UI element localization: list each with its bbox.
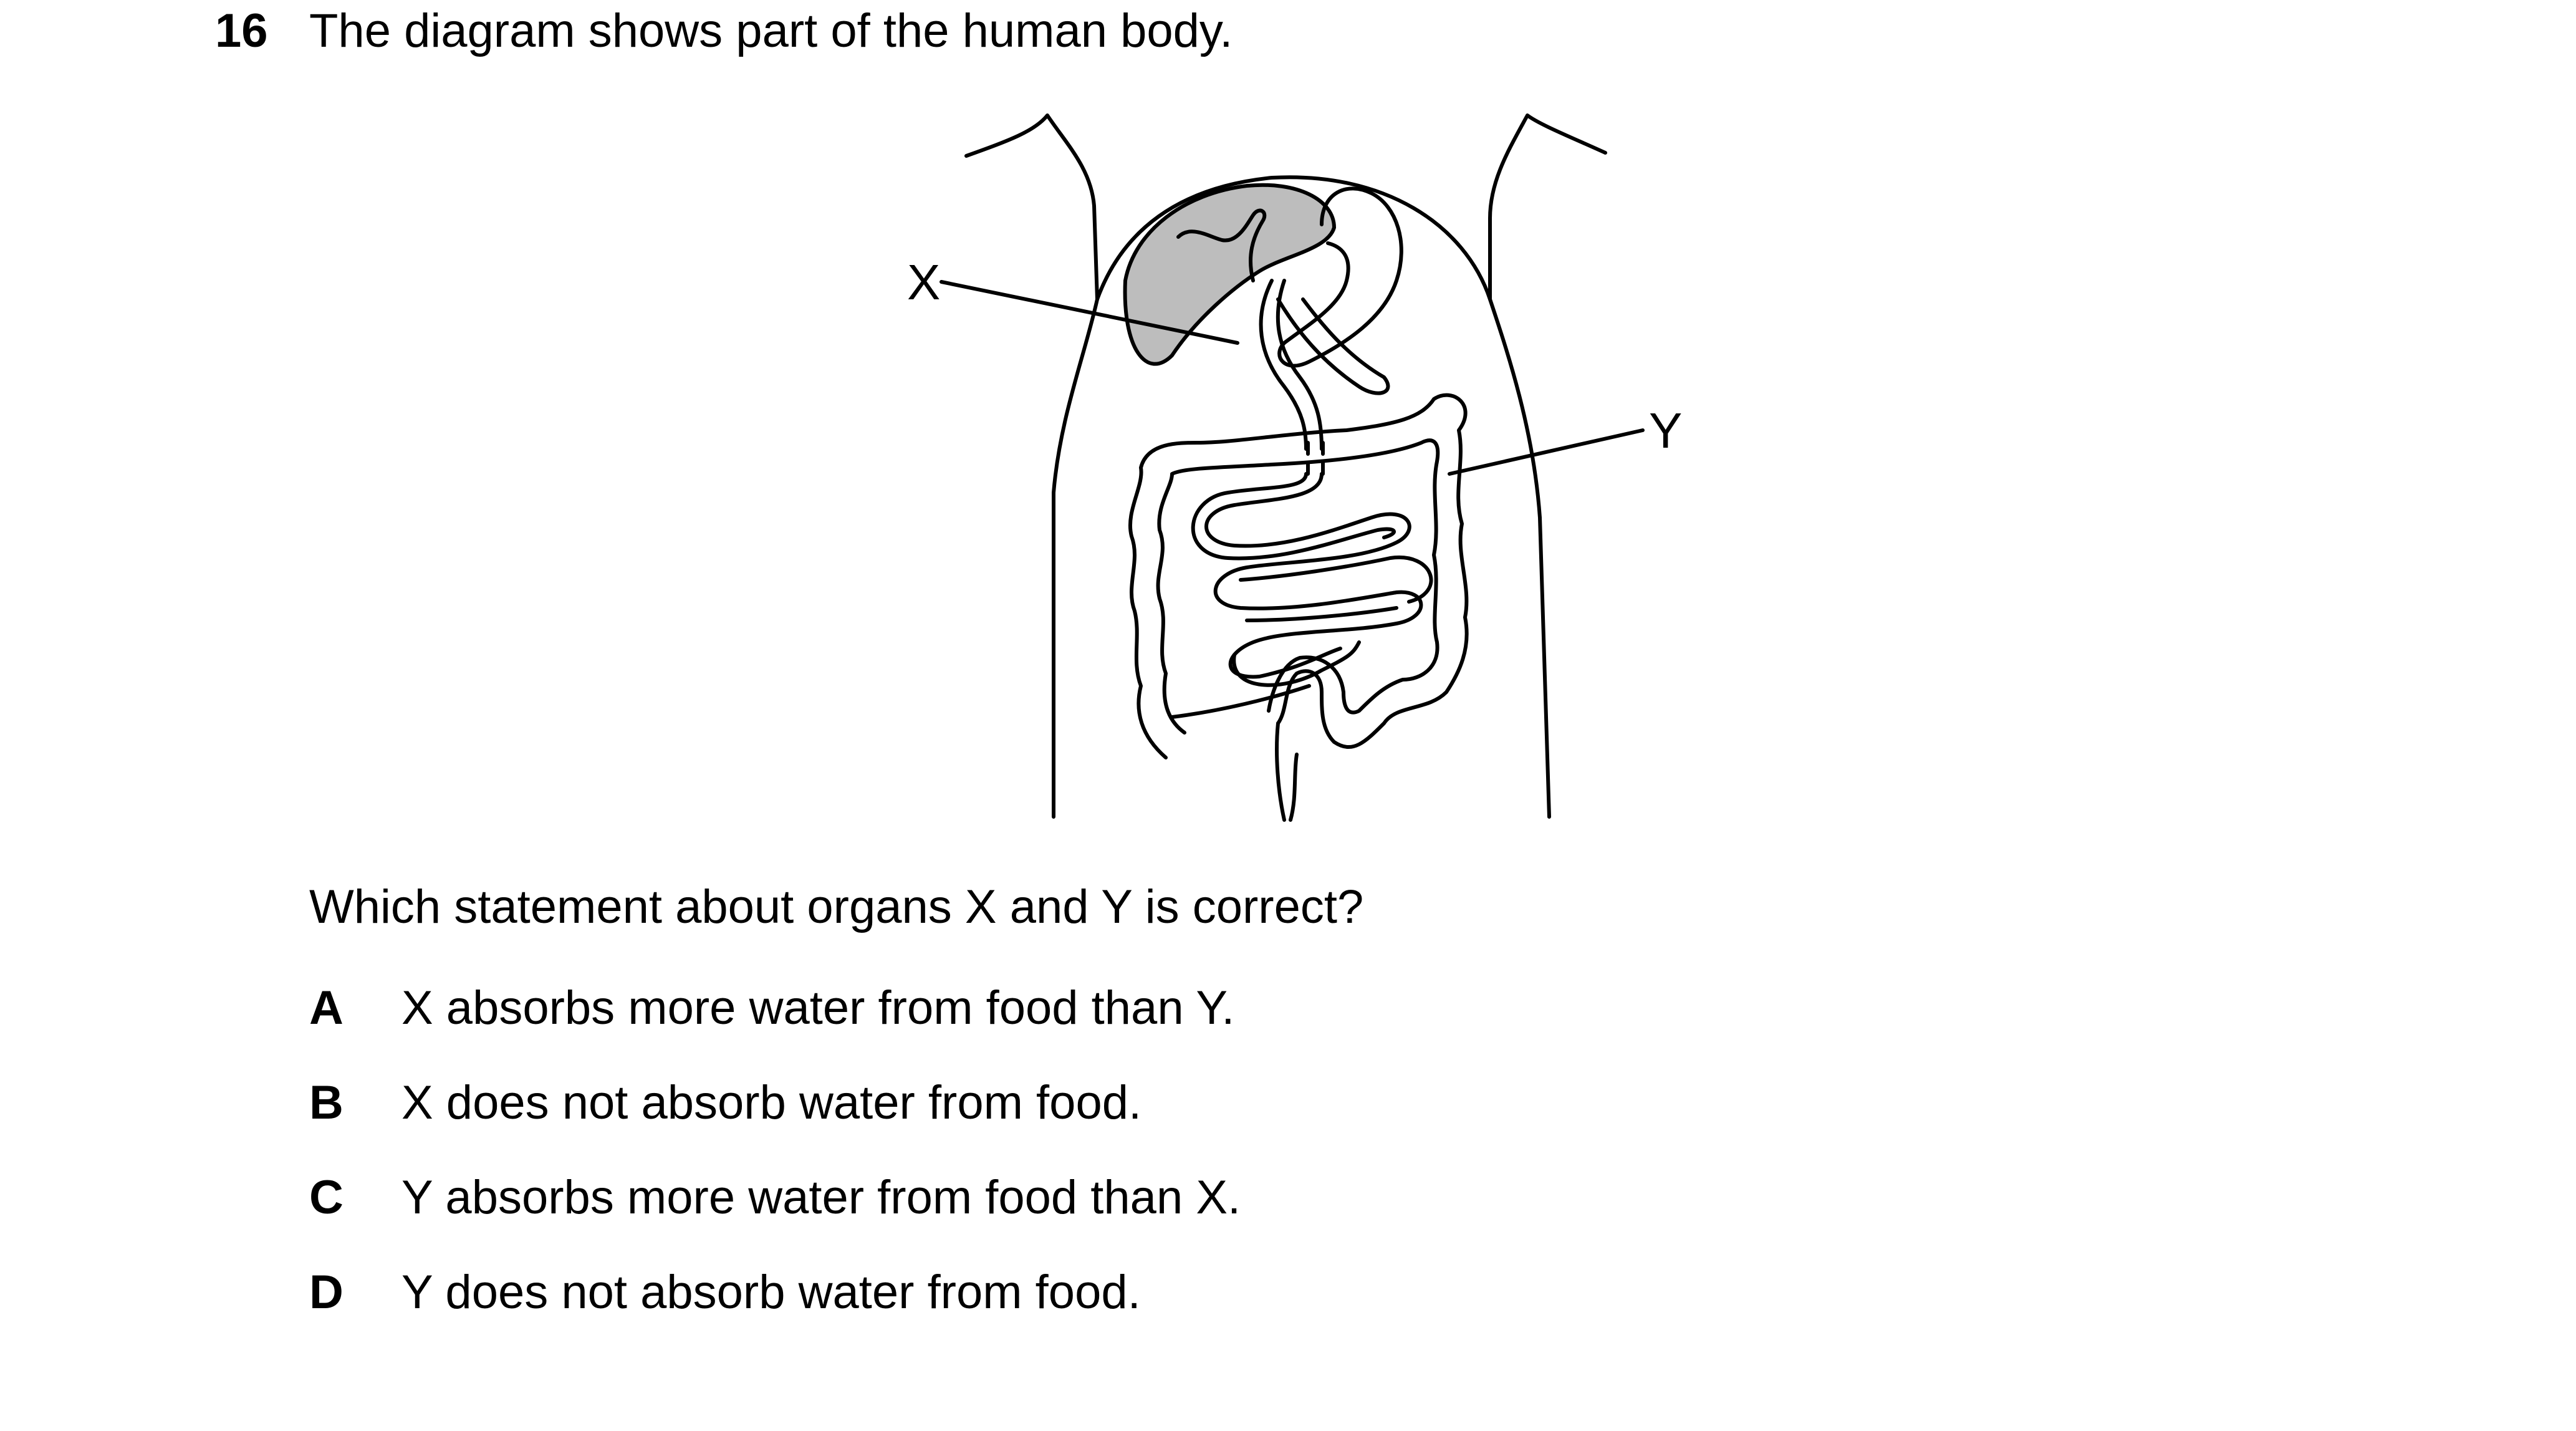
option-text: X absorbs more water from food than Y. bbox=[401, 981, 1235, 1034]
duodenum bbox=[1259, 279, 1308, 451]
torso-left-outline bbox=[964, 113, 1099, 819]
option-letter: B bbox=[309, 1076, 344, 1129]
label-x-line bbox=[940, 280, 1239, 345]
bile-duct bbox=[1176, 208, 1267, 282]
question-number: 16 bbox=[215, 4, 268, 57]
option-b[interactable]: B X does not absorb water from food. bbox=[309, 1072, 1141, 1134]
stomach bbox=[1277, 186, 1403, 368]
option-text: Y absorbs more water from food than X. bbox=[401, 1171, 1241, 1224]
option-text: X does not absorb water from food. bbox=[401, 1076, 1142, 1129]
option-d[interactable]: D Y does not absorb water from food. bbox=[309, 1261, 1141, 1324]
option-letter: C bbox=[309, 1171, 344, 1224]
option-text: Y does not absorb water from food. bbox=[401, 1266, 1141, 1319]
option-c[interactable]: C Y absorbs more water from food than X. bbox=[309, 1167, 1241, 1229]
option-letter: A bbox=[309, 981, 344, 1034]
option-a[interactable]: A X absorbs more water from food than Y. bbox=[309, 977, 1234, 1039]
digestive-system-diagram: X Y bbox=[848, 94, 1758, 842]
diaphragm-outline bbox=[1095, 175, 1492, 301]
label-x: X bbox=[907, 254, 940, 310]
small-intestine bbox=[1204, 472, 1423, 679]
torso-right-outline bbox=[1488, 113, 1607, 819]
option-letter: D bbox=[309, 1266, 344, 1319]
question-prompt: Which statement about organs X and Y is … bbox=[309, 880, 1364, 933]
label-y: Y bbox=[1649, 403, 1682, 458]
pancreas bbox=[1276, 297, 1390, 395]
question-stem: The diagram shows part of the human body… bbox=[309, 4, 1233, 57]
liver bbox=[1123, 183, 1337, 366]
label-y-line bbox=[1448, 428, 1645, 476]
large-intestine bbox=[1128, 393, 1469, 759]
